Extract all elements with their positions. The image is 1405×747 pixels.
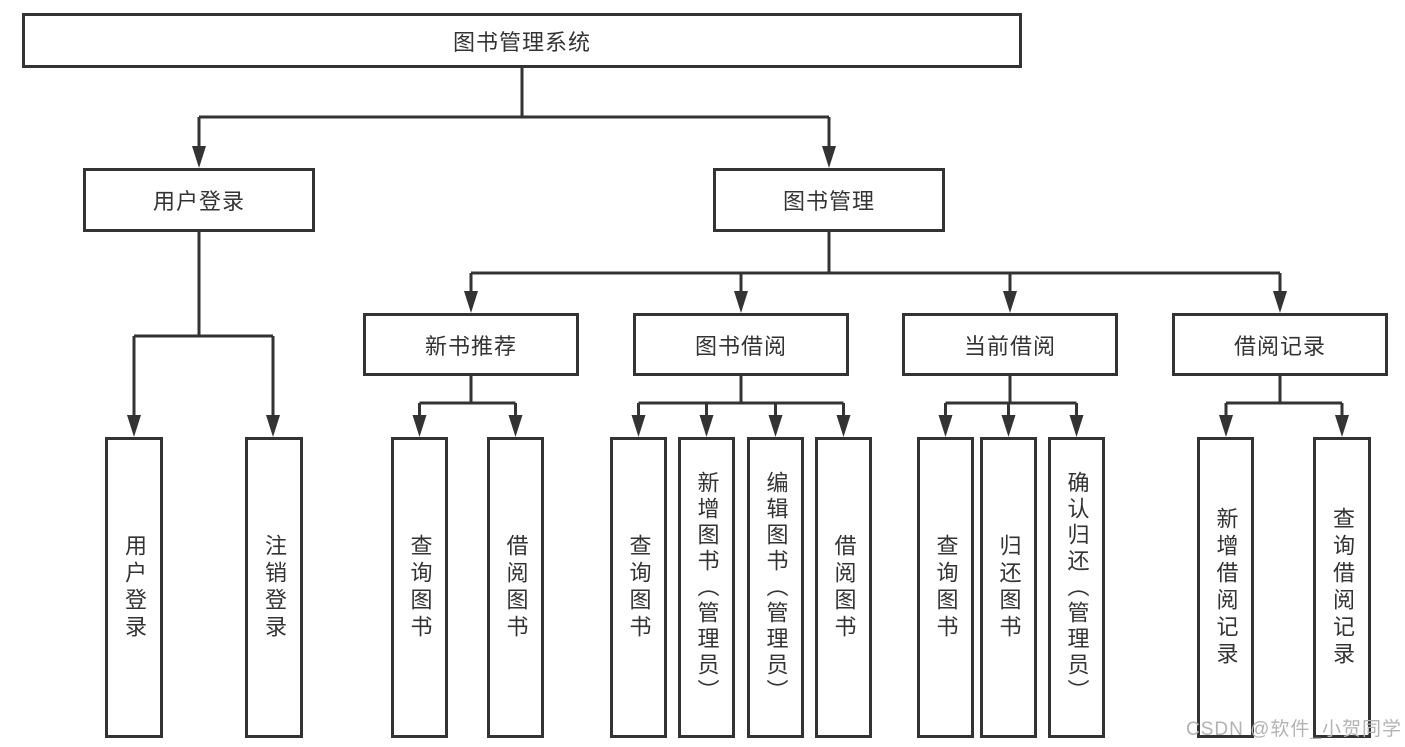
leaf-query-borrow-record: 查询借阅记录 <box>1313 437 1371 738</box>
leaf-add-borrow-record-label: 新增借阅记录 <box>1213 506 1239 669</box>
leaf-confirm-return-admin-label: 确认归还（管理员） <box>1064 470 1090 705</box>
leaf-user-login-label: 用户登录 <box>122 533 147 642</box>
leaf-recommend-query-books: 查询图书 <box>391 437 448 738</box>
leaf-logout: 注销登录 <box>245 437 303 738</box>
node-borrow-record-label: 借阅记录 <box>1233 333 1326 359</box>
leaf-add-books-admin-label: 新增图书（管理员） <box>694 470 720 705</box>
leaf-recommend-query-books-label: 查询图书 <box>407 533 433 642</box>
node-book-management-label: 图书管理 <box>782 189 875 214</box>
node-book-borrow-label: 图书借阅 <box>694 333 787 359</box>
node-borrow-record: 借阅记录 <box>1172 313 1388 376</box>
leaf-confirm-return-admin: 确认归还（管理员） <box>1048 437 1105 738</box>
leaf-return-books-label: 归还图书 <box>996 533 1022 642</box>
node-root: 图书管理系统 <box>22 13 1022 68</box>
leaf-logout-label: 注销登录 <box>262 533 287 642</box>
node-new-book-recommend-label: 新书推荐 <box>424 333 517 359</box>
csdn-watermark: CSDN @软件_小贺同学 <box>1186 719 1402 740</box>
leaf-borrow-query-books: 查询图书 <box>610 437 667 738</box>
leaf-current-query-books: 查询图书 <box>917 437 974 738</box>
leaf-borrow-books: 借阅图书 <box>815 437 872 738</box>
leaf-user-login: 用户登录 <box>105 437 163 738</box>
leaf-edit-books-admin: 编辑图书（管理员） <box>747 437 804 738</box>
node-book-borrow: 图书借阅 <box>633 313 849 376</box>
leaf-borrow-books-label: 借阅图书 <box>831 533 857 642</box>
leaf-recommend-borrow-books: 借阅图书 <box>487 437 544 738</box>
node-book-management: 图书管理 <box>713 168 945 232</box>
leaf-query-borrow-record-label: 查询借阅记录 <box>1330 506 1355 669</box>
leaf-borrow-query-books-label: 查询图书 <box>626 533 652 642</box>
node-current-borrow-label: 当前借阅 <box>963 333 1056 359</box>
leaf-current-query-books-label: 查询图书 <box>933 533 959 642</box>
leaf-return-books: 归还图书 <box>980 437 1037 738</box>
leaf-recommend-borrow-books-label: 借阅图书 <box>503 533 529 642</box>
node-user-login-label: 用户登录 <box>152 189 245 214</box>
leaf-add-borrow-record: 新增借阅记录 <box>1197 437 1254 738</box>
node-user-login: 用户登录 <box>83 168 315 232</box>
node-current-borrow: 当前借阅 <box>902 313 1118 376</box>
node-new-book-recommend: 新书推荐 <box>363 313 579 376</box>
arrowheads <box>127 146 1349 437</box>
leaf-edit-books-admin-label: 编辑图书（管理员） <box>763 470 789 705</box>
leaf-add-books-admin: 新增图书（管理员） <box>678 437 735 738</box>
node-root-label: 图书管理系统 <box>452 29 591 55</box>
